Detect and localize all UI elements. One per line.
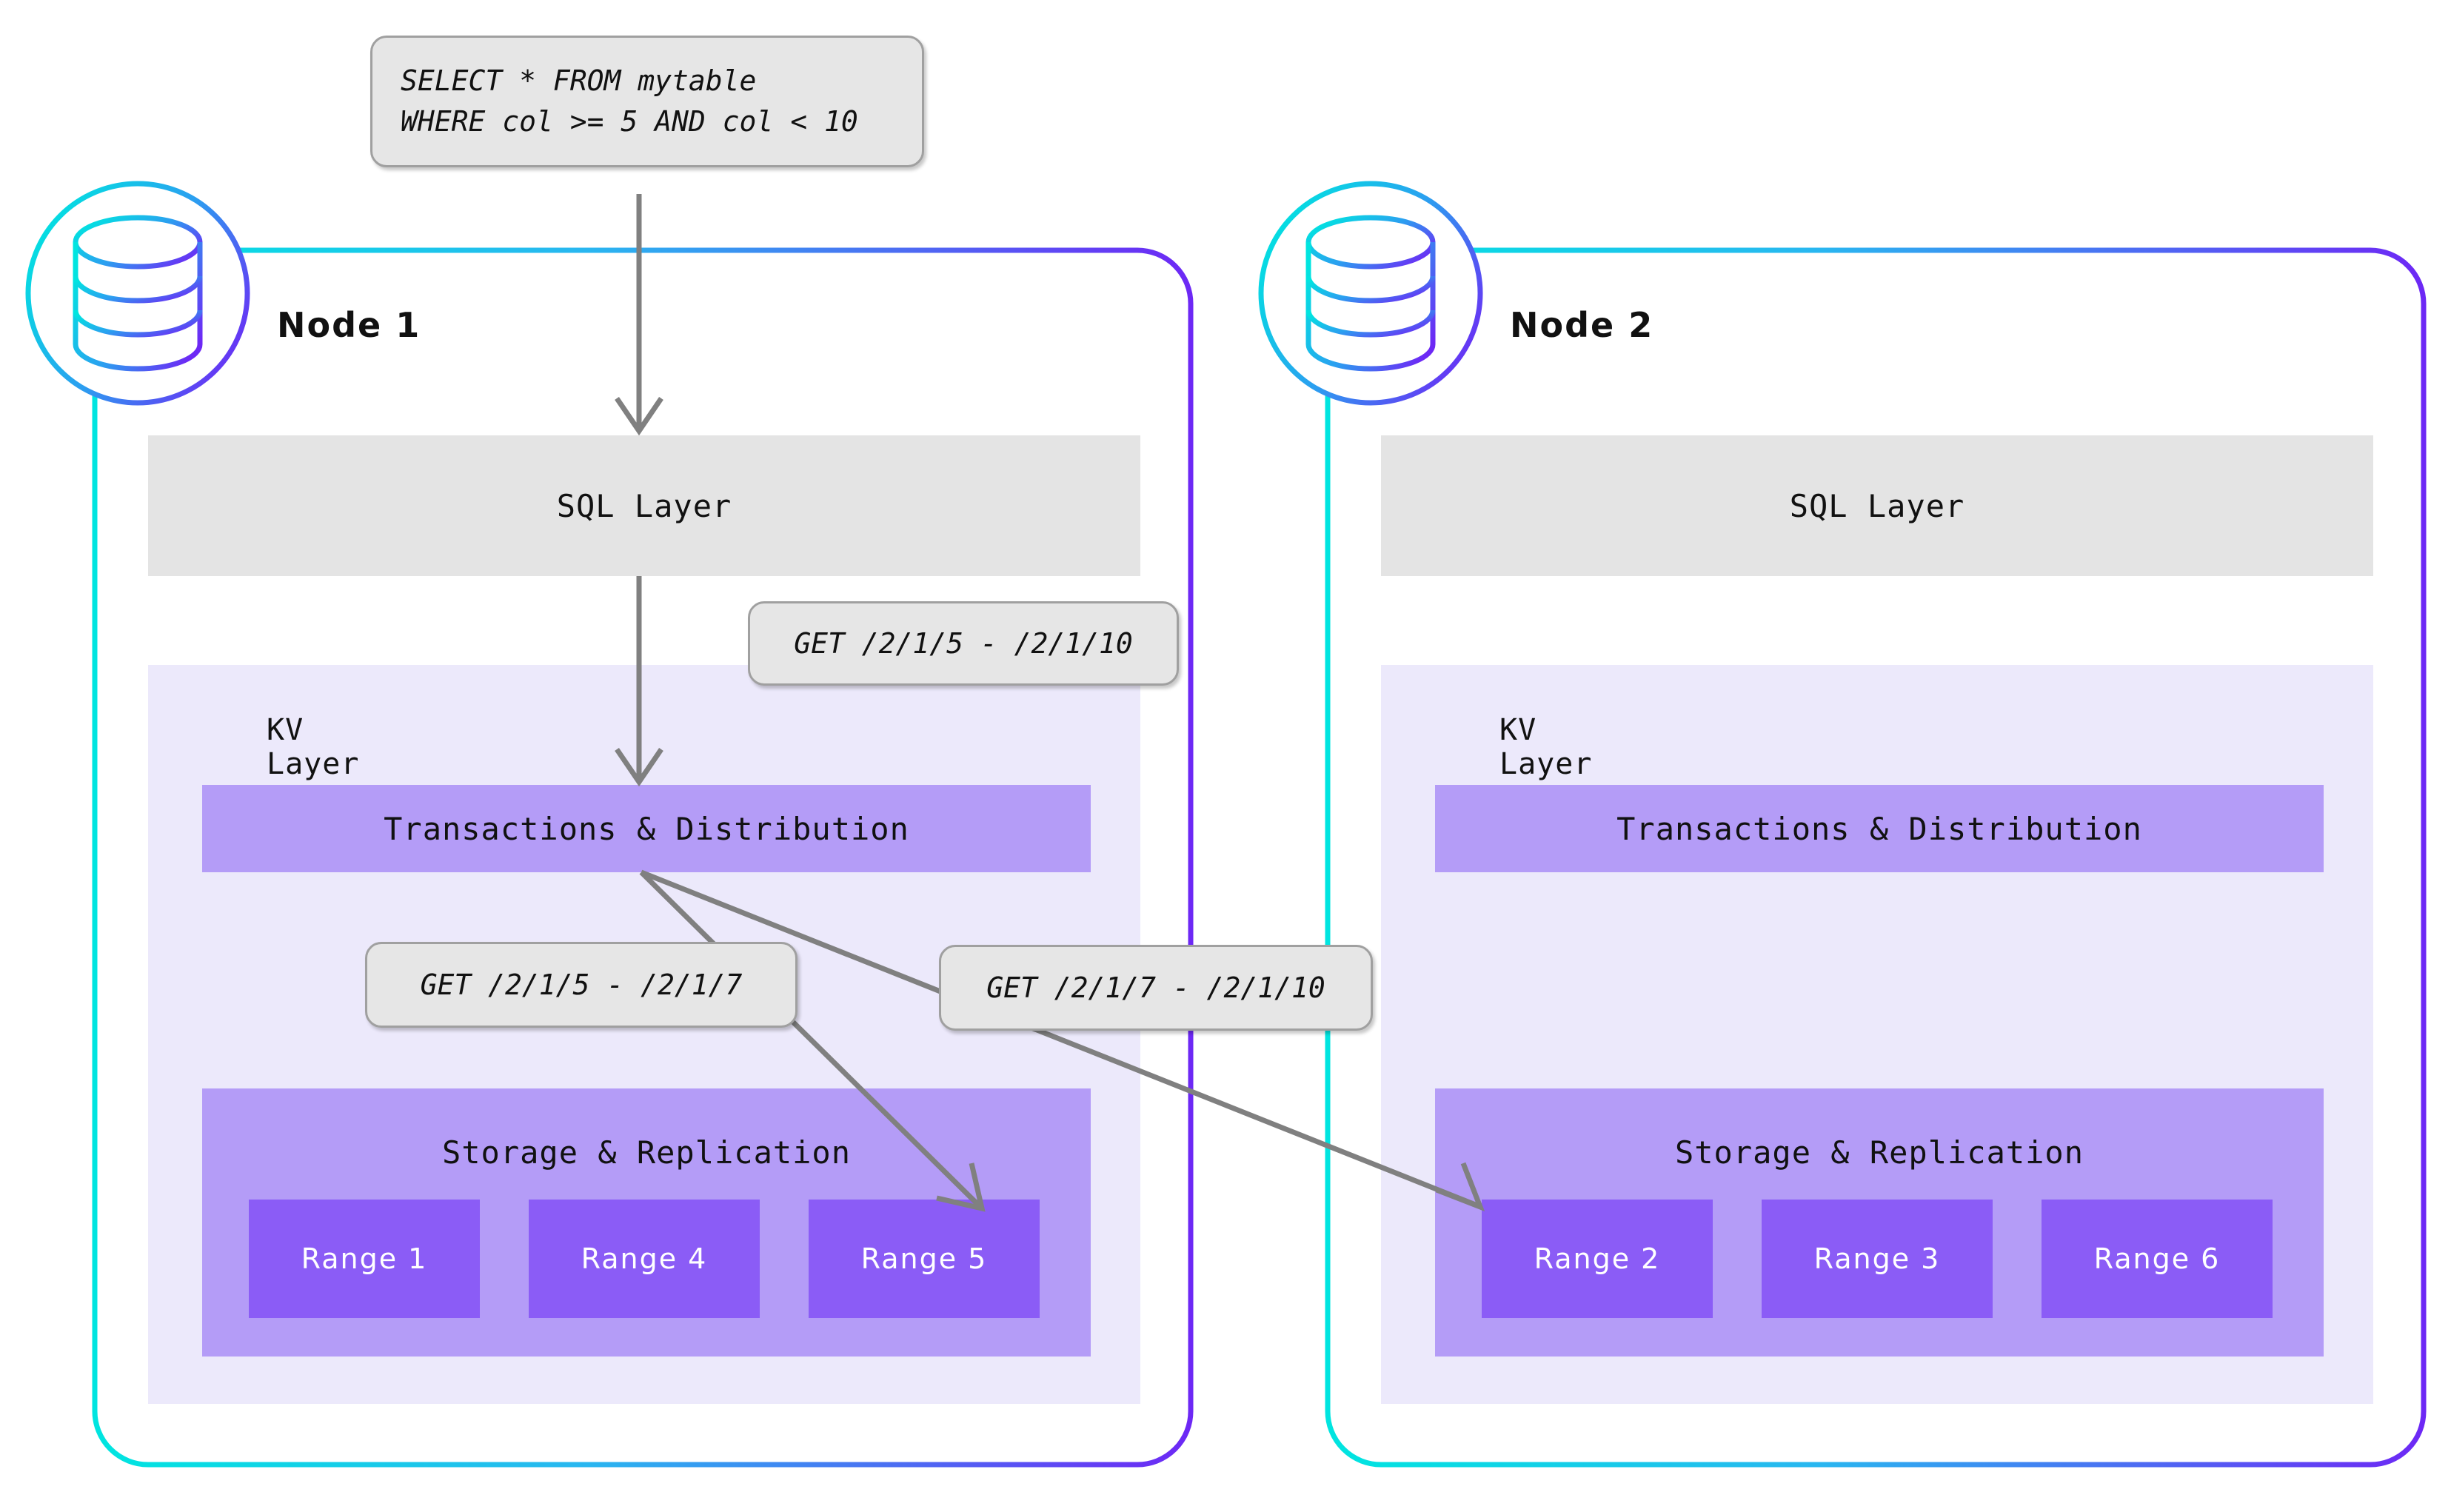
- callout-to-range2: GET /2/1/7 - /2/1/10: [939, 945, 1373, 1031]
- callout-to-range5: GET /2/1/5 - /2/1/7: [365, 942, 798, 1028]
- node-2-transactions-bar: Transactions & Distribution: [1435, 785, 2324, 872]
- database-icon: [25, 181, 250, 406]
- range-box[interactable]: Range 4: [529, 1200, 760, 1318]
- node-1-kv-label: KV Layer: [267, 713, 360, 781]
- node-2-kv-label: KV Layer: [1499, 713, 1593, 781]
- range-box[interactable]: Range 6: [2042, 1200, 2273, 1318]
- database-icon: [1258, 181, 1483, 406]
- range-box[interactable]: Range 5: [809, 1200, 1040, 1318]
- node-1-sql-layer: SQL Layer: [148, 435, 1140, 576]
- node-2-storage-title: Storage & Replication: [1674, 1134, 2084, 1171]
- sql-query-line-2: WHERE col >= 5 AND col < 10: [401, 105, 858, 138]
- sql-query-box: SELECT * FROM mytable WHERE col >= 5 AND…: [370, 36, 924, 167]
- callout-sql-to-kv: GET /2/1/5 - /2/1/10: [748, 601, 1179, 686]
- range-box[interactable]: Range 2: [1482, 1200, 1713, 1318]
- range-box[interactable]: Range 3: [1762, 1200, 1993, 1318]
- node-1-transactions-bar: Transactions & Distribution: [202, 785, 1091, 872]
- arrowhead-query-to-sql: [615, 397, 663, 436]
- range-box[interactable]: Range 1: [249, 1200, 480, 1318]
- node-1-storage-title: Storage & Replication: [441, 1134, 851, 1171]
- node-2-sql-layer: SQL Layer: [1381, 435, 2373, 576]
- sql-query-line-1: SELECT * FROM mytable: [401, 64, 757, 97]
- node-2-title: Node 2: [1510, 305, 1654, 345]
- node-1-title: Node 1: [277, 305, 421, 345]
